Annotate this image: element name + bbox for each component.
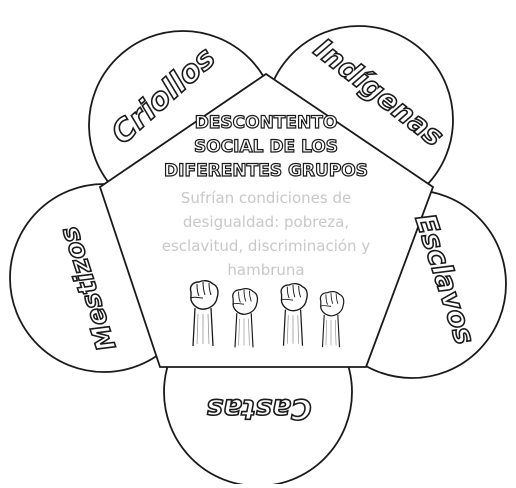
description: Sufrían condiciones de desigualdad: pobr… (162, 189, 371, 279)
petal-label-bottom: Castas (206, 393, 311, 426)
description-line-1: Sufrían condiciones de (181, 189, 351, 207)
title-line-2: SOCIAL DE LOS (194, 137, 338, 157)
description-line-2: desigualdad: pobreza, (183, 213, 349, 231)
title-line-1: DESCONTENTO (195, 113, 338, 133)
title-line-3: DIFERENTES GRUPOS (164, 161, 368, 181)
central-title: DESCONTENTO SOCIAL DE LOS DIFERENTES GRU… (163, 112, 368, 181)
description-line-4: hambruna (227, 261, 304, 279)
central-pentagon (98, 72, 435, 368)
description-line-3: esclavitud, discriminación y (162, 237, 371, 255)
